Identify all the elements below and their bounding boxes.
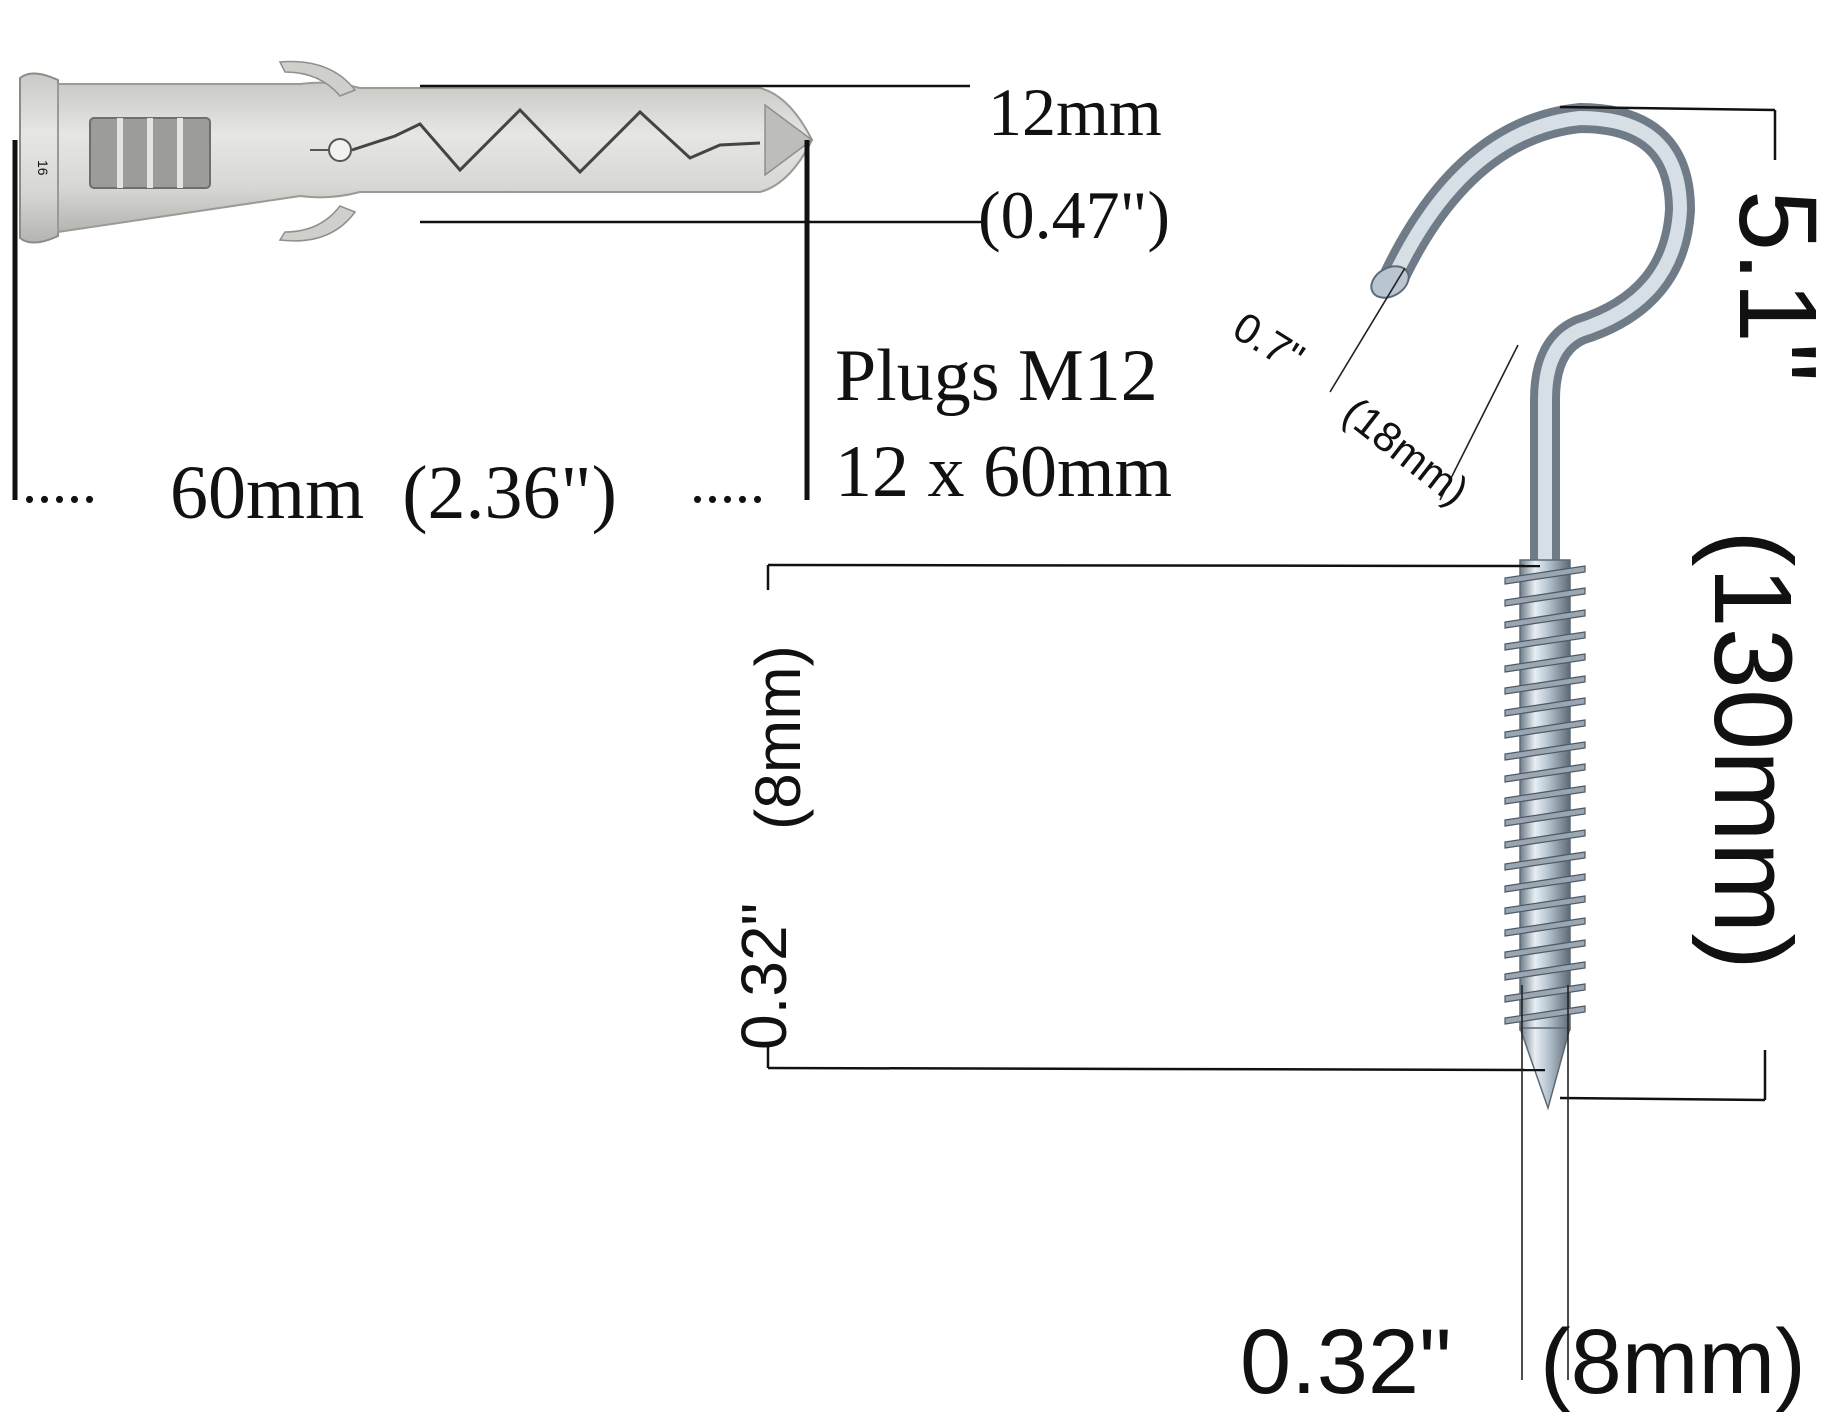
shank-diameter-dimension — [1521, 985, 1569, 1380]
plug-name-line1: Plugs M12 — [835, 335, 1158, 417]
thread-ridge — [1504, 675, 1586, 695]
hook-length-in: 5.1" — [1716, 190, 1839, 382]
thread-dia-mm: (8mm) — [742, 645, 814, 830]
shank-dia-mm: (8mm) — [1540, 1311, 1806, 1413]
hook-tip — [1518, 1027, 1571, 1111]
thread-ridge — [1504, 1005, 1586, 1025]
shank-dia-in: 0.32" — [1240, 1311, 1452, 1413]
plug-length-dots-left: ..... — [22, 449, 97, 515]
wall-plug: 16 — [19, 60, 814, 244]
thread-dia-in: 0.32" — [728, 903, 800, 1050]
thread-ridge — [1504, 587, 1586, 607]
plug-wing-top — [278, 60, 357, 97]
thread-ridge — [1504, 741, 1586, 761]
thread-ridge — [1504, 719, 1586, 739]
thread-ridge — [1504, 939, 1586, 959]
plug-length-dimension — [12, 140, 810, 500]
plug-diameter-dimension — [420, 84, 985, 224]
plug-diameter-in: (0.47") — [978, 177, 1170, 253]
thread-ridge — [1504, 961, 1586, 981]
hook-length-dimension — [1559, 105, 1777, 1102]
plug-hole — [328, 138, 352, 162]
plug-collar — [19, 72, 59, 244]
plug-length-label: 60mm (2.36") — [170, 451, 617, 535]
thread-ridge — [1504, 697, 1586, 717]
thread-ridge — [1504, 895, 1586, 915]
thread-ridge — [1504, 631, 1586, 651]
hook-opening-mm: (18mm) — [1334, 388, 1477, 514]
thread-ridge — [1504, 873, 1586, 893]
thread-ridge — [1504, 851, 1586, 871]
plug-zigzag-slot — [351, 107, 761, 175]
thread-ridge — [1504, 609, 1586, 629]
plug-tip — [764, 103, 814, 177]
thread-ridge — [1504, 785, 1586, 805]
hook-thread-ridges — [1504, 565, 1586, 1025]
plug-name-line2: 12 x 60mm — [835, 431, 1172, 513]
plug-wing-bottom — [278, 205, 357, 242]
thread-ridge — [1504, 565, 1586, 585]
screw-hook — [1370, 102, 1696, 1111]
thread-ridge — [1504, 653, 1586, 673]
plug-length-dots-right: ..... — [690, 449, 765, 515]
thread-length-dimension — [766, 563, 1546, 1072]
plug-diameter-mm: 12mm — [988, 74, 1162, 150]
thread-ridge — [1504, 917, 1586, 937]
hook-opening-in: 0.7" — [1225, 303, 1312, 382]
plug-imprint: 16 — [35, 160, 51, 176]
thread-ridge — [1504, 983, 1586, 1003]
thread-ridge — [1504, 807, 1586, 827]
thread-ridge — [1504, 763, 1586, 783]
hook-length-mm: (130mm) — [1691, 530, 1814, 970]
thread-ridge — [1504, 829, 1586, 849]
hook-opening-dimension — [1329, 267, 1519, 501]
hook-end — [1370, 265, 1410, 299]
